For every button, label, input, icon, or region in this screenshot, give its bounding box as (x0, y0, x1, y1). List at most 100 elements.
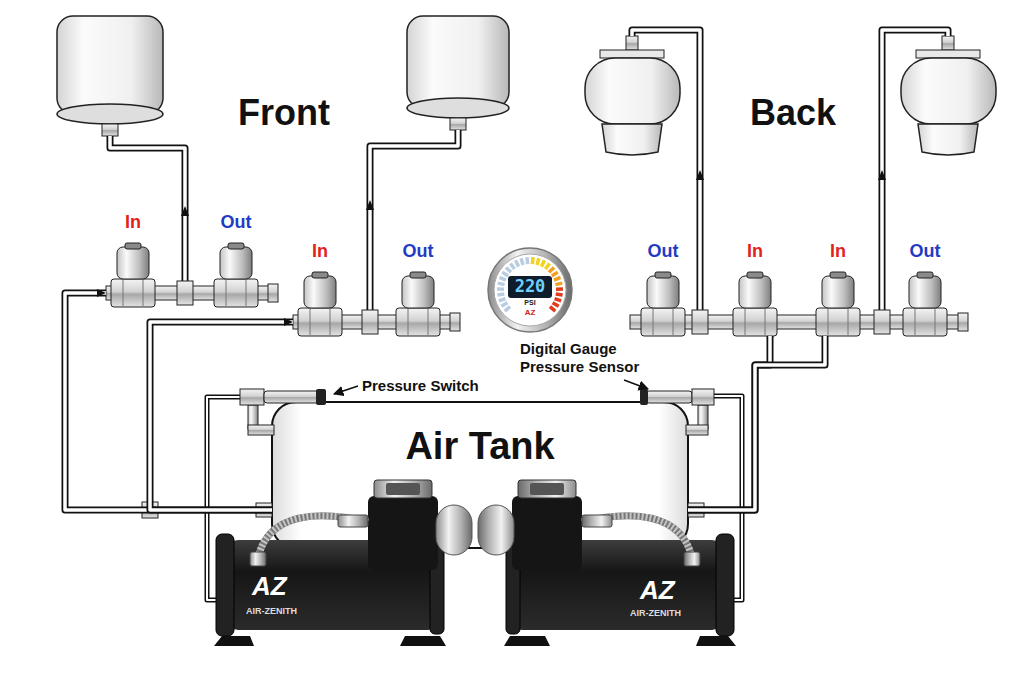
flow-arrow (696, 170, 704, 180)
section-heading: Back (750, 92, 836, 133)
valve-label: In (312, 241, 328, 262)
pressure-switch (240, 389, 326, 405)
solenoid-valve: In (106, 212, 160, 307)
solenoid-valve (125, 243, 141, 249)
pressure-sensor (640, 389, 648, 405)
solenoid-valve (214, 243, 258, 307)
gauge-scale (505, 307, 510, 311)
solenoid-valve (733, 308, 777, 336)
air-compressor (258, 516, 368, 558)
solenoid-valve (935, 309, 936, 335)
gauge-scale (553, 303, 559, 306)
solenoid-valve (143, 280, 144, 306)
air-compressor (374, 480, 432, 498)
solenoid-valve (816, 272, 860, 336)
solenoid-valve (747, 272, 763, 278)
solenoid-valve (123, 280, 124, 306)
air-bag (102, 124, 118, 136)
air-bag (916, 50, 980, 58)
solenoid-valve (641, 308, 685, 336)
solenoid-valve (298, 272, 342, 336)
brand-name: AIR-ZENITH (630, 608, 681, 618)
air-compressor (400, 636, 446, 646)
air-line (688, 336, 825, 510)
pressure-switch (264, 391, 320, 403)
solenoid-valve (828, 309, 829, 335)
solenoid-valve: Out (898, 241, 952, 336)
air-compressor (386, 483, 420, 495)
solenoid-valve (915, 309, 916, 335)
air-bag (901, 58, 996, 124)
air-bag (585, 36, 680, 155)
solenoid-valve (396, 308, 440, 336)
air-line (65, 293, 272, 510)
air-bag (918, 124, 978, 155)
solenoid-valve (647, 276, 679, 308)
gauge-scale (499, 277, 505, 280)
gauge-scale (497, 257, 563, 311)
air-bag (901, 36, 996, 155)
air-line (110, 136, 185, 286)
solenoid-valve: In (293, 241, 347, 336)
pressure-sensor (692, 389, 714, 405)
solenoid-valve (310, 309, 311, 335)
solenoid-valve (653, 309, 654, 335)
solenoid-valve: In (728, 241, 782, 336)
air-line (110, 136, 185, 286)
air-bag (57, 16, 163, 114)
solenoid-valve (117, 247, 149, 279)
gauge-scale (521, 258, 523, 265)
air-compressor (368, 496, 438, 570)
solenoid-valve (330, 309, 331, 335)
gauge-scale (501, 303, 507, 306)
air-compressor (216, 534, 234, 636)
valve-label: Out (648, 241, 679, 262)
brand-logo: AZ (640, 576, 675, 606)
solenoid-valve (408, 309, 409, 335)
gauge-scale (510, 263, 514, 269)
air-compressor (250, 552, 266, 566)
solenoid-valve (450, 313, 460, 331)
gauge-scale (549, 267, 554, 272)
air-line (882, 30, 948, 315)
pressure-gauge (508, 276, 552, 298)
pressure-sensor (640, 389, 714, 405)
air-line (150, 322, 293, 510)
air-bag (57, 104, 163, 124)
gauge-scale (502, 272, 508, 276)
solenoid-valve (641, 272, 685, 336)
air-bag (626, 36, 638, 50)
solenoid-valve (745, 309, 746, 335)
gauge-scale (497, 287, 504, 291)
solenoid-valve (111, 279, 155, 307)
solenoid-valve (410, 272, 426, 278)
gauge-scale (552, 272, 558, 276)
arrow-head (97, 289, 106, 297)
valve-label: In (747, 241, 763, 262)
solenoid-valve: Out (391, 241, 445, 336)
air-line (632, 30, 700, 315)
fitting (248, 425, 274, 435)
solenoid-valve: Out (209, 212, 263, 307)
air-line (370, 130, 458, 315)
leader-line (624, 380, 648, 389)
gauge-scale (556, 294, 563, 295)
callout-label: Digital Gauge Pressure Sensor (520, 340, 655, 376)
air-line (150, 318, 293, 510)
air-bag (407, 98, 509, 118)
air-tank: Air Tank (272, 402, 688, 548)
solenoid-valve (228, 243, 244, 249)
gauge-scale (554, 277, 560, 280)
solenoid-valve (428, 309, 429, 335)
air-bag (407, 16, 509, 108)
air-compressor (436, 505, 472, 555)
callout-label: Pressure Switch (362, 377, 479, 394)
solenoid-valve (874, 310, 890, 334)
solenoid-valve (214, 279, 258, 307)
solenoid-valve (226, 280, 227, 306)
air-compressor (214, 480, 472, 646)
solenoid-valve (816, 308, 860, 336)
valve-label: In (830, 241, 846, 262)
